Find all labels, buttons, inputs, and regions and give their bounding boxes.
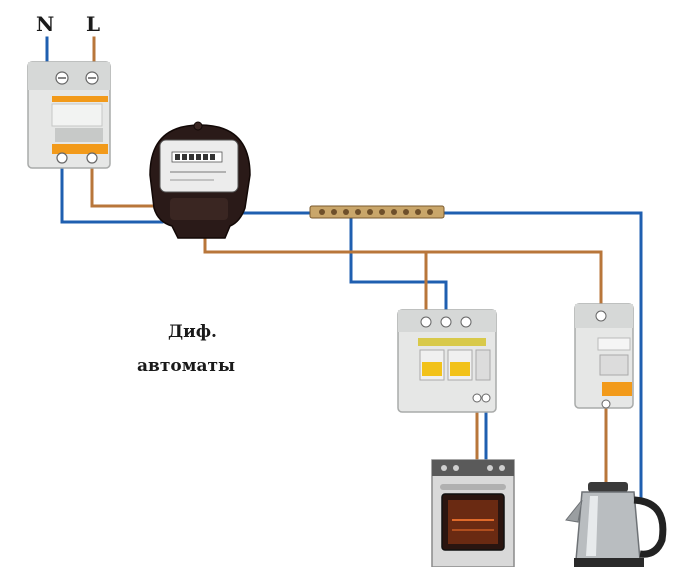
- neutral-bus-to-kettle: [438, 211, 643, 502]
- main-breaker: [27, 61, 111, 169]
- rcbo-kettle: [574, 303, 634, 409]
- rcbo-oven: [397, 309, 497, 413]
- neutral-terminal-label: N: [36, 12, 55, 36]
- caption-line-2: автоматы: [137, 356, 236, 376]
- line-breaker-to-meter: [90, 158, 162, 208]
- neutral-breaker-to-meter: [60, 158, 164, 224]
- electric-kettle: [565, 482, 667, 567]
- electric-oven: [431, 459, 515, 568]
- neutral-bus-to-oven-breaker: [349, 211, 448, 317]
- caption-line-1: Диф.: [168, 322, 217, 342]
- neutral-bus-bar: [309, 205, 445, 219]
- wires: [45, 36, 643, 502]
- electric-meter: [149, 121, 251, 239]
- line-terminal-label: L: [86, 12, 101, 36]
- line-meter-distribution: [203, 226, 603, 312]
